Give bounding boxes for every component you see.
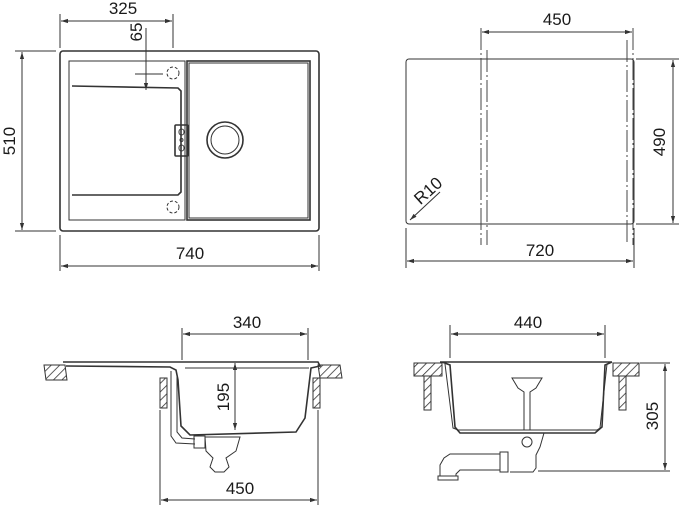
drainer-panel bbox=[68, 60, 186, 221]
dim-bowl-depth: 195 bbox=[214, 383, 233, 411]
sink-outline bbox=[59, 50, 320, 232]
drain-trap bbox=[204, 436, 241, 473]
dim-bowl-width: 340 bbox=[233, 313, 261, 332]
front-worktop-right bbox=[612, 362, 640, 377]
cutout-outline bbox=[405, 58, 635, 225]
side-section-view: 340 195 450 bbox=[43, 313, 343, 505]
bowl-outline bbox=[186, 60, 311, 221]
worktop-left bbox=[43, 364, 68, 381]
drainer-grooves bbox=[71, 85, 182, 196]
top-view: 325 65 510 740 bbox=[0, 0, 320, 271]
dim-cutout-width: 720 bbox=[526, 241, 554, 260]
front-section-view: 440 305 bbox=[413, 313, 670, 481]
drain-plunger bbox=[511, 377, 543, 431]
worktop-right bbox=[317, 364, 343, 379]
sink-section-outline bbox=[63, 361, 322, 436]
front-wall-left bbox=[423, 375, 432, 411]
dim-sink-width: 740 bbox=[176, 244, 204, 263]
overflow-pipe bbox=[170, 371, 196, 445]
dim-cabinet-width: 450 bbox=[543, 10, 571, 29]
dim-tap-offset: 65 bbox=[127, 23, 146, 42]
drain-hole bbox=[206, 121, 244, 159]
overflow-slot bbox=[174, 124, 189, 157]
dim-front-bowl-width: 440 bbox=[514, 313, 542, 332]
dim-corner-radius: R10 bbox=[410, 173, 446, 208]
tap-hole-bottom bbox=[166, 200, 180, 214]
outlet-pipe bbox=[439, 453, 500, 476]
dim-cutout-height: 490 bbox=[650, 128, 669, 156]
dim-sink-height: 510 bbox=[0, 127, 19, 155]
tap-hole-top bbox=[166, 66, 180, 80]
front-worktop-left bbox=[413, 362, 443, 377]
cutout-view: 450 490 720 R10 bbox=[405, 10, 679, 268]
front-drain-trap bbox=[510, 432, 545, 473]
dim-side-cabinet-width: 450 bbox=[226, 479, 254, 498]
dim-drainer-width: 325 bbox=[109, 0, 137, 18]
dim-total-depth: 305 bbox=[643, 402, 662, 430]
front-sink-outline bbox=[440, 361, 613, 434]
cabinet-wall-right bbox=[312, 377, 321, 409]
cabinet-wall-left bbox=[159, 377, 168, 409]
front-wall-right bbox=[618, 375, 627, 411]
